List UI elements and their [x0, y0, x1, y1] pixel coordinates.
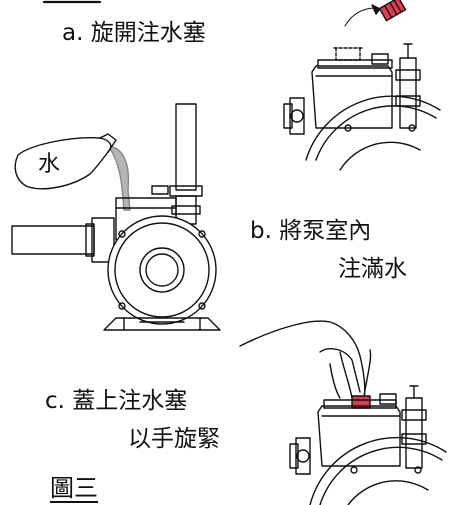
bottle-label: 水	[38, 152, 61, 177]
step-a-label: a. 旋開注水塞	[62, 20, 206, 46]
removed-plug-icon	[344, 0, 407, 27]
pump-top-detail-c	[289, 385, 447, 505]
step-b-label-line2: 注滿水	[338, 256, 407, 282]
pump-top-detail-a	[283, 43, 441, 171]
step-b-label-line1: b. 將泵室內	[250, 218, 372, 244]
pump-with-bottle	[11, 103, 221, 331]
step-c-label-line1: c. 蓋上注水塞	[45, 388, 188, 414]
hand-tightening-plug	[239, 320, 372, 399]
step-c-label-line2: 以手旋緊	[128, 426, 220, 452]
figure-label: 圖三	[50, 474, 98, 502]
